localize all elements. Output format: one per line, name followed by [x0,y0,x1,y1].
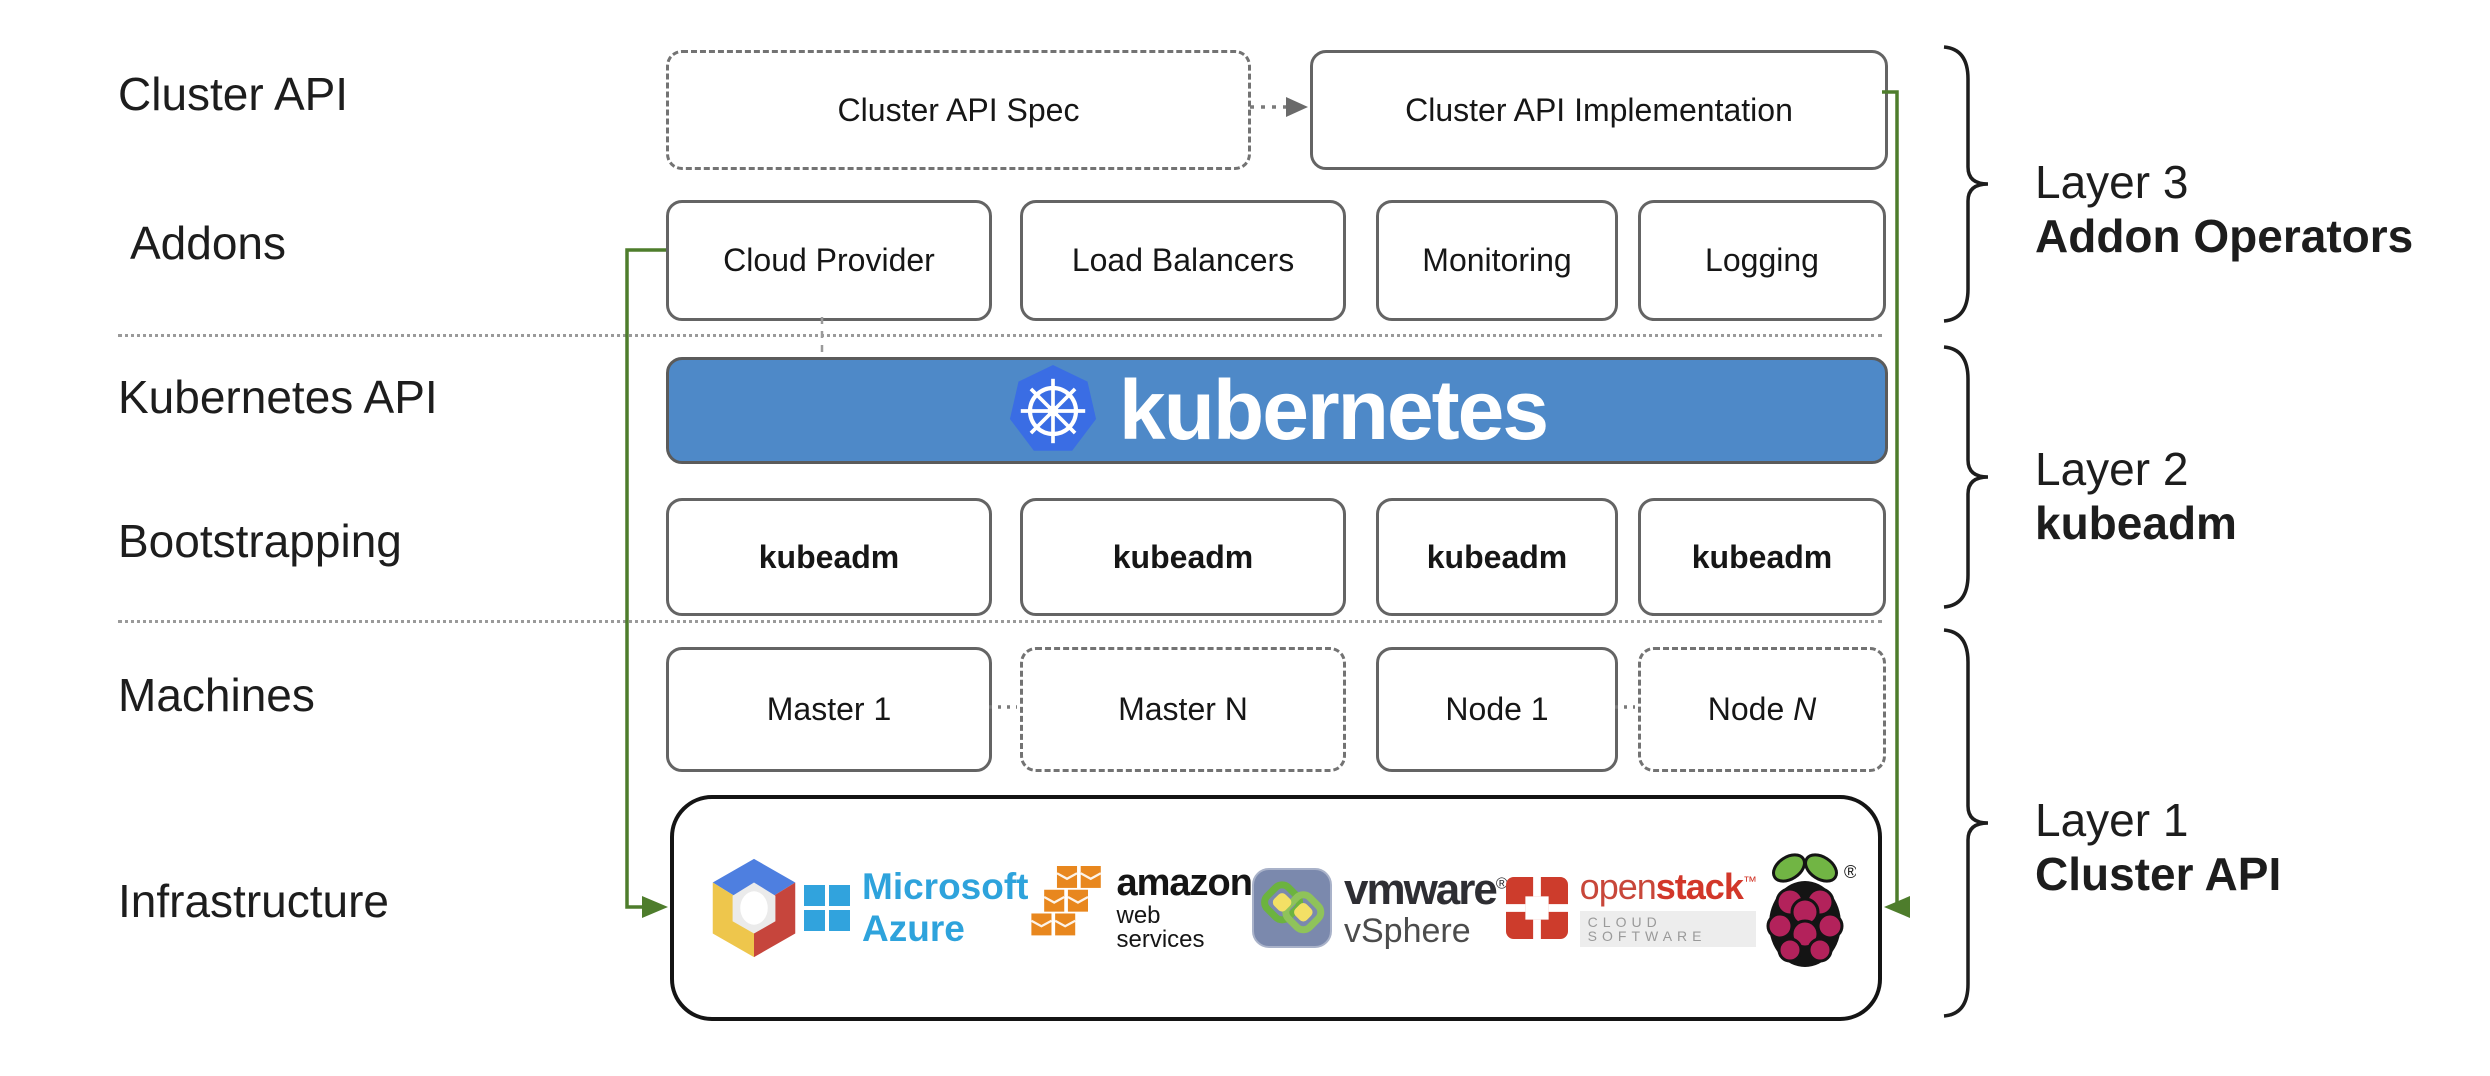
openstack-icon [1505,877,1568,939]
openstack-logo: openstack™ CLOUD SOFTWARE [1505,866,1757,947]
raspberry-reg-mark: ® [1844,862,1856,882]
load-balancers-label: Load Balancers [1071,242,1295,278]
aws-logo: amazon web services [1029,862,1253,953]
kubernetes-banner: kubernetes [666,357,1888,464]
rail-label-addons: Addons [130,217,287,269]
vmware-vsphere-logo: vmware® vSphere [1251,865,1508,950]
cluster-api-spec-box: Cluster API Spec [666,50,1251,170]
kubeadm-label-4: kubeadm [1691,538,1833,575]
addon-box-load-balancers: Load Balancers [1020,200,1346,321]
layer-3-label: Layer 3 Addon Operators [2035,155,2413,263]
microsoft-window-icon [804,885,850,931]
cluster-api-implementation-box: Cluster API Implementation [1310,50,1888,170]
addon-box-monitoring: Monitoring [1376,200,1618,321]
machine-box-master-1: Master 1 [666,647,992,772]
raspberry-pi-icon: ® [1756,846,1856,970]
rail-label-cluster-api: Cluster API [118,68,349,120]
vmware-reg-mark: ® [1495,875,1508,893]
layer-1-title: Layer 1 [2035,794,2189,846]
addon-box-cloud-provider: Cloud Provider [666,200,992,321]
layer-2-label: Layer 2 kubeadm [2035,442,2237,550]
cluster-api-implementation-label: Cluster API Implementation [1405,91,1793,128]
rail-label-infrastructure: Infrastructure [118,875,389,927]
aws-cubes-icon [1029,866,1105,950]
layer-1-subtitle: Cluster API [2035,848,2282,900]
amazon-sub-label: web services [1116,902,1205,953]
openstack-word-open: open [1579,866,1657,907]
vmware-label: vmware® [1343,865,1508,914]
layer-1-brace [1943,628,1989,1018]
kubeadm-box-1: kubeadm [666,498,992,616]
kubeadm-label-2: kubeadm [1112,538,1254,575]
amazon-label: amazon [1116,862,1253,904]
monitoring-label: Monitoring [1422,242,1572,278]
layer-3-brace [1943,45,1989,323]
rail-label-kubernetes-api: Kubernetes API [118,371,438,423]
layer-2-subtitle: kubeadm [2035,497,2237,549]
rail-label-machines: Machines [118,669,315,721]
green-arrowhead-right [1884,896,1910,918]
kubeadm-label-1: kubeadm [758,538,900,575]
kubeadm-label-3: kubeadm [1426,538,1568,575]
layer-1-label: Layer 1 Cluster API [2035,793,2281,901]
google-cloud-icon [704,853,804,963]
green-line-implementation-to-infrastructure [1882,90,1904,909]
machine-box-node-n: Node N [1638,647,1886,772]
node-n-label: Node N [1708,691,1817,728]
node-n-prefix: Node [1707,691,1794,727]
node-1-label: Node 1 [1445,691,1549,727]
openstack-sub-label: CLOUD SOFTWARE [1579,911,1756,947]
layer-2-brace [1943,345,1989,609]
separator-addons-kubernetes [118,334,1882,337]
vmware-word: vmware [1343,865,1498,914]
rail-label-bootstrapping: Bootstrapping [118,515,402,567]
green-arrowhead-left [642,896,668,918]
vmware-icon [1251,868,1332,948]
layer-3-title: Layer 3 [2035,156,2189,208]
infrastructure-box: Microsoft Azure [670,795,1882,1021]
microsoft-azure-logo: Microsoft Azure [804,866,1029,950]
node-n-suffix: N [1793,691,1817,727]
kubeadm-box-4: kubeadm [1638,498,1886,616]
spec-to-impl-arrowhead [1286,97,1308,117]
machine-box-master-n: Master N [1020,647,1346,772]
master-1-label: Master 1 [766,691,892,727]
layer-2-title: Layer 2 [2035,443,2189,495]
green-line-cloud-provider-to-infrastructure [625,248,666,909]
openstack-label: openstack™ [1579,866,1757,907]
kubeadm-box-2: kubeadm [1020,498,1346,616]
azure-label: Microsoft Azure [862,866,1029,949]
master-n-label: Master N [1118,691,1248,727]
kubernetes-logo-icon [1007,363,1099,459]
cloud-provider-label: Cloud Provider [723,242,935,278]
addon-box-logging: Logging [1638,200,1886,321]
machine-box-node-1: Node 1 [1376,647,1618,772]
openstack-tm-mark: ™ [1742,873,1757,889]
vsphere-label: vSphere [1343,912,1471,950]
layer-3-subtitle: Addon Operators [2035,210,2414,262]
logging-label: Logging [1705,242,1819,278]
kubeadm-box-3: kubeadm [1376,498,1618,616]
cluster-api-spec-label: Cluster API Spec [837,91,1080,128]
openstack-word-stack: stack [1655,866,1744,907]
kubernetes-wordmark: kubernetes [1118,363,1549,457]
separator-bootstrapping-machines [118,620,1882,623]
